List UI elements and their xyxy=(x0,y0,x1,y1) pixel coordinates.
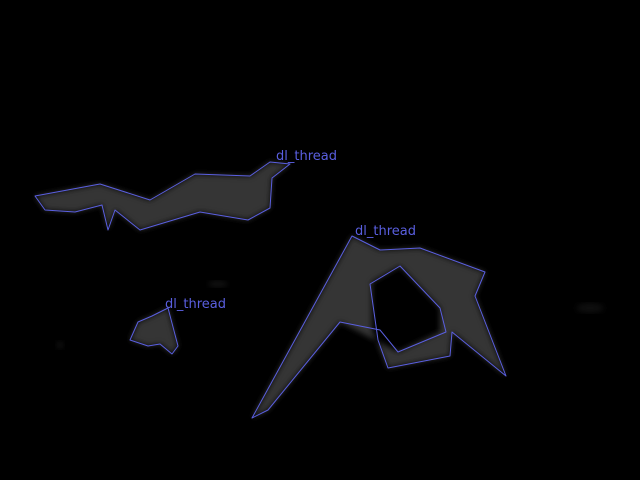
segment-2-label: dl_thread xyxy=(355,224,416,239)
segment-2: dl_thread xyxy=(251,224,507,419)
segment-3: dl_thread xyxy=(129,297,226,355)
background-specks xyxy=(56,281,604,349)
segment-2-fill xyxy=(252,236,506,418)
segment-3-outline xyxy=(129,307,179,355)
segment-3-fill xyxy=(130,308,178,354)
segment-3-label: dl_thread xyxy=(165,297,226,312)
segment-1-fill xyxy=(35,162,290,230)
segment-1-label: dl_thread xyxy=(276,149,337,164)
segment-1: dl_thread xyxy=(34,149,337,231)
segment-2-outline xyxy=(251,235,507,419)
segment-1-outline xyxy=(34,161,291,231)
